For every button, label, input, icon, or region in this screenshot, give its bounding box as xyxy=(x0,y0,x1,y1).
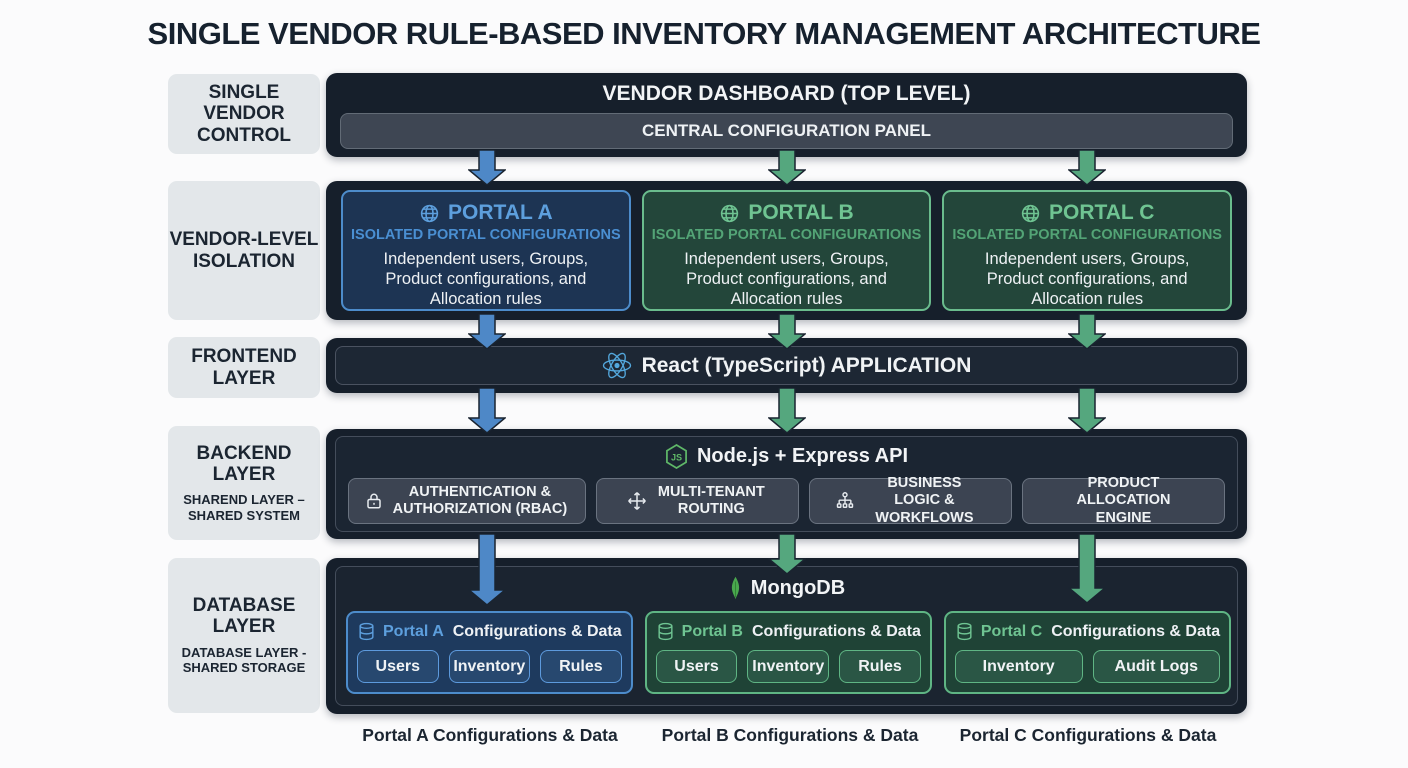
portal-description: Independent users, Groups, Product confi… xyxy=(684,250,889,309)
vendor-dashboard-title: VENDOR DASHBOARD (TOP LEVEL) xyxy=(602,82,971,105)
collection-chip: Inventory xyxy=(747,650,830,683)
layer-label-text: BACKEND LAYER xyxy=(196,442,292,485)
central-configuration-panel: CENTRAL CONFIGURATION PANEL xyxy=(340,113,1233,149)
caption-portal-a: Portal A Configurations & Data xyxy=(362,725,618,745)
database-icon xyxy=(955,622,974,641)
layer-label-text: SINGLE VENDOR CONTROL xyxy=(197,82,291,146)
arrow-down-icon xyxy=(1068,388,1106,433)
layer-label-vendor-level-isolation: VENDOR-LEVEL ISOLATION xyxy=(168,181,320,320)
arrow-down-icon xyxy=(768,388,806,433)
portal-a-header: PORTAL A xyxy=(343,201,629,225)
arrow-down-icon xyxy=(768,534,806,574)
portal-name: PORTAL C xyxy=(1048,201,1155,224)
backend-panel: JS Node.js + Express API AUTHENTICATION … xyxy=(326,429,1247,539)
collection-chip: Audit Logs xyxy=(1092,650,1221,683)
store-portal-name: Portal B xyxy=(681,622,743,640)
portal-subtitle: ISOLATED PORTAL CONFIGURATIONS xyxy=(651,227,922,243)
arrow-down-icon xyxy=(1068,314,1106,349)
lock-icon xyxy=(365,491,383,511)
backend-inner-box: JS Node.js + Express API AUTHENTICATION … xyxy=(335,436,1238,532)
nodejs-icon: JS xyxy=(665,444,688,469)
database-panel: MongoDB Portal A Configurations & Data U… xyxy=(326,558,1247,714)
portal-a-box: PORTAL A ISOLATED PORTAL CONFIGURATIONS … xyxy=(341,190,631,311)
layer-sublabel-text: SHAREND LAYER – SHARED SYSTEM xyxy=(183,492,305,523)
arrow-down-icon xyxy=(1068,534,1106,603)
layer-label-text: VENDOR-LEVEL ISOLATION xyxy=(169,229,319,272)
layer-sublabel-text: DATABASE LAYER - SHARED STORAGE xyxy=(181,644,307,676)
service-label: PRODUCT ALLOCATION ENGINE xyxy=(1076,475,1171,526)
store-suffix: Configurations & Data xyxy=(751,622,921,640)
collection-chip: Inventory xyxy=(448,650,531,683)
layer-label-backend: BACKEND LAYER SHAREND LAYER – SHARED SYS… xyxy=(168,426,320,540)
collection-chip: Inventory xyxy=(954,650,1083,683)
caption-portal-c: Portal C Configurations & Data xyxy=(959,725,1217,745)
database-icon xyxy=(656,622,675,641)
arrow-down-icon xyxy=(468,150,506,185)
database-icon xyxy=(357,622,376,641)
store-portal-a-box: Portal A Configurations & Data Users Inv… xyxy=(346,611,633,694)
caption-portal-b: Portal B Configurations & Data xyxy=(661,725,919,745)
arrow-down-icon xyxy=(1068,150,1106,185)
layer-label-database: DATABASE LAYER DATABASE LAYER - SHARED S… xyxy=(168,558,320,713)
page-title: SINGLE VENDOR RULE-BASED INVENTORY MANAG… xyxy=(147,16,1261,51)
portal-b-box: PORTAL B ISOLATED PORTAL CONFIGURATIONS … xyxy=(641,190,932,311)
layer-label-single-vendor-control: SINGLE VENDOR CONTROL xyxy=(168,74,320,154)
layer-label-text: FRONTEND LAYER xyxy=(191,346,297,389)
vendor-isolation-panel: PORTAL A ISOLATED PORTAL CONFIGURATIONS … xyxy=(326,181,1247,320)
vendor-dashboard-panel: VENDOR DASHBOARD (TOP LEVEL) CENTRAL CON… xyxy=(326,73,1247,157)
portal-name: PORTAL B xyxy=(748,201,854,224)
collection-chip: Users xyxy=(357,650,439,683)
arrow-down-icon xyxy=(468,314,506,349)
arrow-down-icon xyxy=(768,150,806,185)
mongodb-leaf-icon xyxy=(728,575,743,601)
collection-chip: Users xyxy=(655,650,738,683)
arrow-down-icon xyxy=(468,534,506,605)
portal-description: Independent users, Groups, Product confi… xyxy=(984,250,1190,309)
frontend-panel: React (TypeScript) APPLICATION xyxy=(326,338,1247,393)
portal-description: Independent users, Groups, Product confi… xyxy=(383,250,589,309)
service-business-logic-chip: BUSINESS LOGIC & WORKFLOWS xyxy=(808,475,1012,526)
globe-icon xyxy=(419,203,440,224)
react-icon xyxy=(602,352,632,379)
portal-c-header: PORTAL C xyxy=(944,201,1230,225)
mongodb-title: MongoDB xyxy=(750,576,846,599)
collection-chip: Rules xyxy=(540,650,622,683)
store-suffix: Configurations & Data xyxy=(1051,622,1221,640)
store-portal-name: Portal C xyxy=(980,622,1043,640)
store-header: Portal A Configurations & Data xyxy=(357,622,622,641)
service-label: AUTHENTICATION & AUTHORIZATION (RBAC) xyxy=(392,483,568,517)
store-portal-c-box: Portal C Configurations & Data Inventory… xyxy=(943,611,1232,694)
store-suffix: Configurations & Data xyxy=(452,622,622,640)
service-routing-chip: MULTI-TENANT ROUTING xyxy=(595,478,799,524)
service-label: MULTI-TENANT ROUTING xyxy=(657,483,765,517)
svg-text:JS: JS xyxy=(671,452,682,462)
portal-subtitle: ISOLATED PORTAL CONFIGURATIONS xyxy=(351,227,621,243)
arrow-down-icon xyxy=(468,388,506,433)
service-label: BUSINESS LOGIC & WORKFLOWS xyxy=(875,475,974,526)
portal-b-header: PORTAL B xyxy=(644,201,930,225)
store-header: Portal B Configurations & Data xyxy=(656,622,921,641)
layer-label-text: DATABASE LAYER xyxy=(192,595,296,638)
api-title: Node.js + Express API xyxy=(696,445,908,467)
portal-c-box: PORTAL C ISOLATED PORTAL CONFIGURATIONS … xyxy=(942,190,1233,311)
portal-subtitle: ISOLATED PORTAL CONFIGURATIONS xyxy=(952,227,1222,243)
api-header: JS Node.js + Express API xyxy=(336,444,1237,469)
service-allocation-chip: PRODUCT ALLOCATION ENGINE xyxy=(1021,475,1225,526)
collection-chip: Rules xyxy=(839,650,921,683)
portal-name: PORTAL A xyxy=(448,201,553,224)
layer-label-frontend: FRONTEND LAYER xyxy=(168,337,320,398)
service-auth-chip: AUTHENTICATION & AUTHORIZATION (RBAC) xyxy=(348,478,586,524)
mongodb-header: MongoDB xyxy=(336,575,1237,601)
store-portal-b-box: Portal B Configurations & Data Users Inv… xyxy=(644,611,932,694)
react-application-title: React (TypeScript) APPLICATION xyxy=(641,353,972,377)
store-header: Portal C Configurations & Data xyxy=(955,622,1220,641)
store-portal-name: Portal A xyxy=(383,622,444,640)
arrow-down-icon xyxy=(768,314,806,349)
react-application-box: React (TypeScript) APPLICATION xyxy=(335,346,1238,385)
globe-icon xyxy=(719,203,740,224)
globe-icon xyxy=(1020,203,1041,224)
workflow-icon xyxy=(835,491,855,511)
move-icon xyxy=(627,491,647,511)
